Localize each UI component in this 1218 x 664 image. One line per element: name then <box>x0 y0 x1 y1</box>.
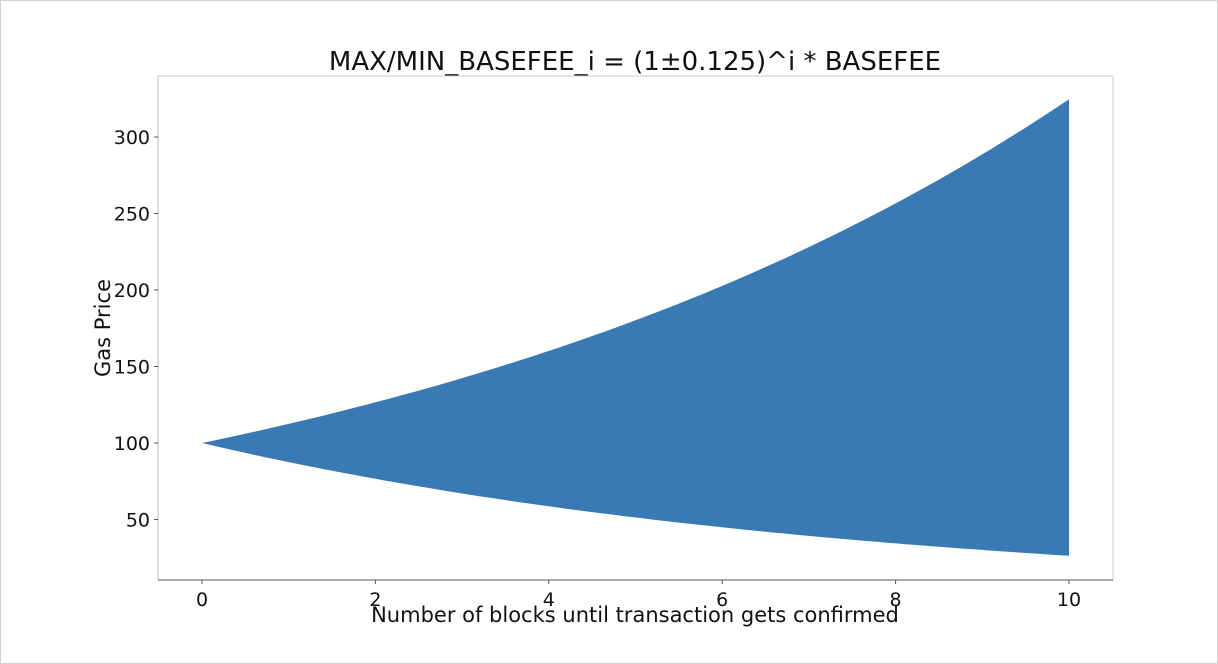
x-tick-label: 2 <box>369 589 381 611</box>
x-tick-label: 8 <box>890 589 902 611</box>
y-tick-label: 300 <box>114 127 150 149</box>
x-tick-label: 6 <box>716 589 728 611</box>
y-tick-label: 250 <box>114 204 150 226</box>
x-axis-ticks: 0 2 4 6 8 10 <box>196 580 1081 611</box>
fill-between-area <box>202 99 1069 556</box>
y-axis-ticks: 50 100 150 200 250 300 <box>114 127 158 532</box>
x-tick-label: 10 <box>1057 589 1081 611</box>
y-tick-label: 150 <box>114 357 150 379</box>
fill-area <box>202 99 1069 556</box>
y-axis-label: Gas Price <box>91 279 115 377</box>
x-tick-label: 0 <box>196 589 208 611</box>
x-axis-label: Number of blocks until transaction gets … <box>371 603 899 627</box>
x-tick-label: 4 <box>543 589 555 611</box>
chart-title: MAX/MIN_BASEFEE_i = (1±0.125)^i * BASEFE… <box>329 47 941 77</box>
y-tick-label: 50 <box>126 510 150 532</box>
y-tick-label: 200 <box>114 280 150 302</box>
y-tick-label: 100 <box>114 433 150 455</box>
axes-frame <box>157 75 1114 581</box>
